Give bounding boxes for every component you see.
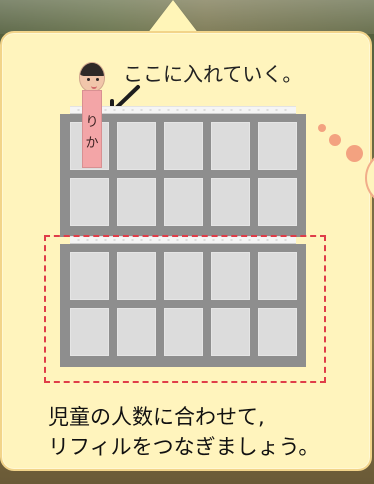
expansion-highlight-box [44,235,326,383]
pocket-grid-upper [70,122,297,226]
pocket-slot [211,122,250,170]
speech-bubble-tip [147,0,199,34]
pocket-slot [258,308,297,356]
doll-right-eye [96,78,99,81]
pocket-slot [70,178,109,226]
refill-sheet-lower [60,236,306,367]
refill-binder-rail-upper [70,106,296,114]
pocket-slot [211,178,250,226]
thought-dot-large [346,145,363,162]
caption-text: ここに入れていく。 [123,62,303,86]
doll-left-eye [87,78,90,81]
doll-hair-bun [90,63,102,68]
pocket-slot [70,252,109,300]
pocket-slot [164,308,203,356]
pocket-slot [164,252,203,300]
pocket-slot [258,122,297,170]
instruction-text: 児童の人数に合わせて, リフィルをつなぎましょう。 [48,402,348,462]
doll-head [79,62,105,92]
pocket-slot [117,308,156,356]
pocket-slot [211,308,250,356]
pocket-slot [117,122,156,170]
student-doll-marker: り か [75,62,109,170]
doll-mouth [91,84,97,89]
refill-sheet-upper [60,106,306,237]
pocket-slot [211,252,250,300]
thought-dot-small [318,124,326,132]
doll-name-strip: り か [82,90,102,168]
thought-dot-medium [329,134,341,146]
instruction-line-2: リフィルをつなぎましょう。 [48,435,320,459]
pocket-slot [164,178,203,226]
instruction-line-1: 児童の人数に合わせて, [48,405,265,429]
pocket-slot [70,308,109,356]
pocket-slot [117,252,156,300]
pocket-slot [258,252,297,300]
pocket-slot [117,178,156,226]
pocket-grid-lower [70,252,297,356]
pocket-slot [164,122,203,170]
doll-name-bottom: か [85,136,99,151]
doll-name-top: り [85,115,99,130]
pocket-slot [258,178,297,226]
